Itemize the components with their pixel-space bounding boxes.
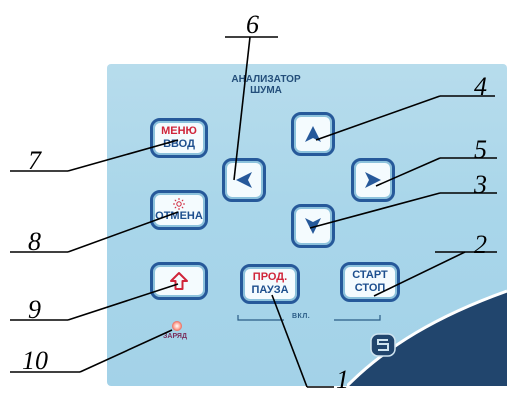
arrow-up-icon xyxy=(305,126,321,142)
menu-label: МЕНЮ xyxy=(161,125,197,137)
on-label: ВКЛ. xyxy=(292,313,311,320)
cancel-label: ОТМЕНА xyxy=(155,209,203,222)
panel-corner-graphic xyxy=(347,289,507,386)
callout-2: 2 xyxy=(474,230,487,259)
continue-label: ПРОД. xyxy=(252,271,288,283)
arrow-right-icon xyxy=(365,172,381,188)
charge-label: ЗАРЯД xyxy=(163,333,187,340)
callout-3: 3 xyxy=(474,170,487,199)
start-label: СТАРТ xyxy=(352,269,388,281)
title-line-2: ШУМА xyxy=(250,85,282,96)
callout-7: 7 xyxy=(28,146,41,175)
callout-6: 6 xyxy=(246,10,259,39)
title-line-1: АНАЛИЗАТОР xyxy=(231,74,301,85)
arrow-up-outline-icon xyxy=(170,272,188,290)
cancel-button[interactable]: ОТМЕНА xyxy=(150,190,208,230)
callout-1: 1 xyxy=(336,365,349,394)
pause-label: ПАУЗА xyxy=(251,284,289,296)
shift-button[interactable] xyxy=(150,262,208,300)
down-button[interactable] xyxy=(291,204,335,248)
stop-label: СТОП xyxy=(354,282,386,294)
sun-icon xyxy=(173,197,185,210)
callout-8: 8 xyxy=(28,227,41,256)
start-stop-button[interactable]: СТАРТ СТОП xyxy=(340,262,400,302)
left-button[interactable] xyxy=(222,158,266,202)
charge-led xyxy=(172,321,182,331)
callout-4: 4 xyxy=(474,72,487,101)
callout-5: 5 xyxy=(474,135,487,164)
enter-label: ВВОД xyxy=(163,138,195,150)
right-button[interactable] xyxy=(351,158,395,202)
callout-10: 10 xyxy=(22,346,48,375)
up-button[interactable] xyxy=(291,112,335,156)
arrow-left-icon xyxy=(236,172,252,188)
on-bracket xyxy=(237,315,381,321)
device-title: АНАЛИЗАТОР ШУМА xyxy=(226,74,306,96)
manufacturer-logo xyxy=(370,333,396,357)
menu-enter-button[interactable]: МЕНЮ ВВОД xyxy=(150,118,208,158)
continue-pause-button[interactable]: ПРОД. ПАУЗА xyxy=(240,264,300,304)
callout-9: 9 xyxy=(28,295,41,324)
arrow-down-icon xyxy=(305,218,321,234)
